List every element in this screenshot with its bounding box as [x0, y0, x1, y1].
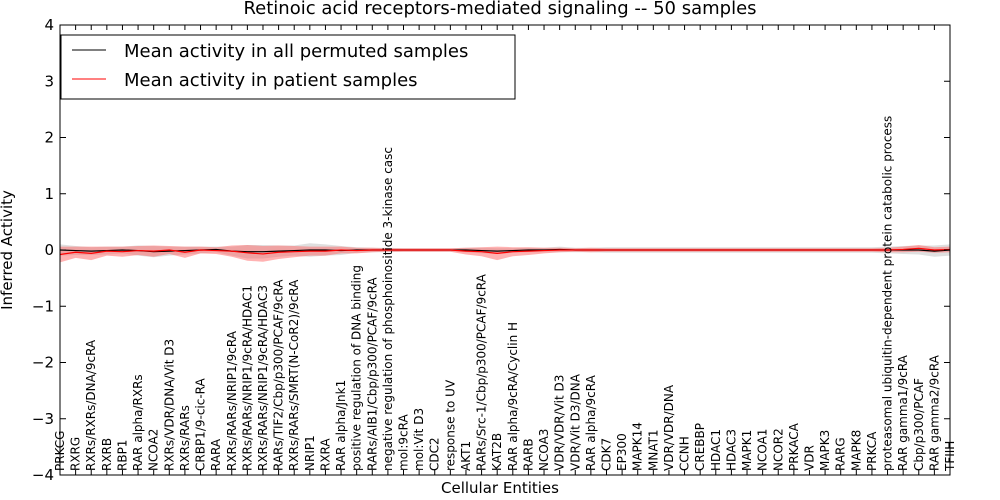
- x-axis-ticks: [59, 25, 951, 475]
- y-tick-label: 0: [44, 241, 54, 259]
- x-category-label: CRBP1/9-cic-RA: [194, 377, 208, 471]
- x-category-label: mol:9cRA: [397, 414, 411, 471]
- x-category-label: RAR alpha/RXRs: [131, 374, 145, 471]
- y-tick-label: −1: [32, 297, 54, 315]
- y-axis-ticks: −4 −3 −2 −1 0 1 2 3 4: [32, 16, 950, 484]
- x-category-label: RARA: [209, 438, 223, 471]
- x-category-label: NCOR2: [771, 428, 785, 471]
- x-category-label: VDR/VDR/Vit D3: [553, 375, 567, 471]
- x-category-label: NCOA3: [537, 429, 551, 471]
- x-category-label: AKT1: [459, 441, 473, 471]
- series-lines: [59, 247, 951, 256]
- x-category-label: RAR alpha/9cRA/Cyclin H: [506, 322, 520, 471]
- chart-title: Retinoic acid receptors-mediated signali…: [243, 0, 756, 19]
- legend-label-permuted: Mean activity in all permuted samples: [124, 41, 468, 62]
- series-line-1: [59, 247, 951, 256]
- x-category-label: RXRs/RARs/NRIP1/9cRA/HDAC3: [256, 285, 270, 471]
- x-category-label: RARs/TIF2/Cbp/p300/PCAF/9cRA: [272, 279, 286, 471]
- legend-frame: [60, 34, 516, 100]
- x-category-label: RARB: [521, 438, 535, 471]
- x-category-label: CREBBP: [693, 423, 707, 471]
- x-category-label: RXRs/RARs/SMRT(N-CoR2)/9cRA: [287, 279, 301, 471]
- x-category-label: RAR gamma2/9cRA: [927, 354, 941, 471]
- x-category-label: HDAC1: [709, 429, 723, 471]
- x-category-label: MAPK14: [631, 422, 645, 471]
- x-category-label: RAR gamma1/9cRA: [896, 354, 910, 471]
- y-tick-label: 2: [44, 129, 54, 147]
- legend-label-patient: Mean activity in patient samples: [124, 70, 418, 91]
- x-category-label: MAPK3: [818, 430, 832, 471]
- y-axis-label: Inferred Activity: [0, 190, 16, 310]
- x-category-label: Cbp/p300/PCAF: [912, 378, 926, 471]
- x-category-label: MAPK1: [740, 430, 754, 471]
- x-category-label: VDR: [802, 445, 816, 471]
- x-category-label: MNAT1: [646, 429, 660, 471]
- x-category-label: RXRA: [318, 438, 332, 471]
- x-category-label: RXRs/RARs/NRIP1/9cRA/HDAC1: [240, 285, 254, 471]
- x-category-label: RXRs/RARs: [178, 405, 192, 471]
- x-category-label: mol:Vit D3: [412, 408, 426, 471]
- x-category-label: RXRG: [69, 437, 83, 471]
- x-category-label: RAR alpha/Jnk1: [334, 380, 348, 471]
- x-category-label: PRKACA: [787, 422, 801, 471]
- x-category-label: RXRB: [100, 438, 114, 471]
- x-category-label: positive regulation of DNA binding: [350, 265, 364, 471]
- x-category-label: CDC2: [428, 437, 442, 471]
- x-category-label: EP300: [615, 433, 629, 471]
- y-tick-label: 4: [44, 16, 54, 34]
- x-category-label: proteasomal ubiquitin-dependent protein …: [881, 116, 895, 471]
- x-category-label: NCOA1: [756, 429, 770, 471]
- x-category-label: HDAC3: [724, 429, 738, 471]
- y-tick-label: 1: [44, 185, 54, 203]
- series-band-1: [60, 244, 950, 263]
- x-category-label: negative regulation of phosphoinositide …: [381, 147, 395, 471]
- x-category-label: RBP1: [115, 440, 129, 471]
- x-axis-label: Cellular Entities: [441, 479, 559, 497]
- x-category-label: RARs/Src-1/Cbp/p300/PCAF/9cRA: [475, 273, 489, 471]
- x-category-label: VDR/VDR/DNA: [662, 384, 676, 471]
- y-tick-label: −2: [32, 354, 54, 372]
- x-category-label: VDR/Vit D3/DNA: [568, 373, 582, 471]
- y-tick-label: 3: [44, 72, 54, 90]
- x-category-label: RXRs/VDR/DNA/Vit D3: [162, 339, 176, 471]
- x-category-label: NCOA2: [147, 429, 161, 471]
- x-category-label: CCNH: [678, 436, 692, 471]
- x-category-label: RARG: [834, 437, 848, 471]
- y-tick-label: −3: [32, 410, 54, 428]
- x-category-label: MAPK8: [849, 430, 863, 471]
- y-tick-label: −4: [32, 466, 54, 484]
- x-category-label: CDK7: [599, 438, 613, 471]
- x-category-label: PRKCA: [865, 431, 879, 471]
- x-category-label: RARs/AIB1/Cbp/p300/PCAF/9cRA: [365, 277, 379, 471]
- x-category-label: response to UV: [443, 379, 457, 471]
- x-category-label: RXRs/RXRs/DNA/9cRA: [84, 339, 98, 471]
- x-category-label: RXRs/RARs/NRIP1/9cRA: [225, 330, 239, 471]
- legend: Mean activity in all permuted samples Me…: [60, 34, 516, 100]
- x-category-label: NRIP1: [303, 435, 317, 471]
- x-category-label: RAR alpha/9cRA: [584, 374, 598, 471]
- x-category-label: KAT2B: [490, 433, 504, 471]
